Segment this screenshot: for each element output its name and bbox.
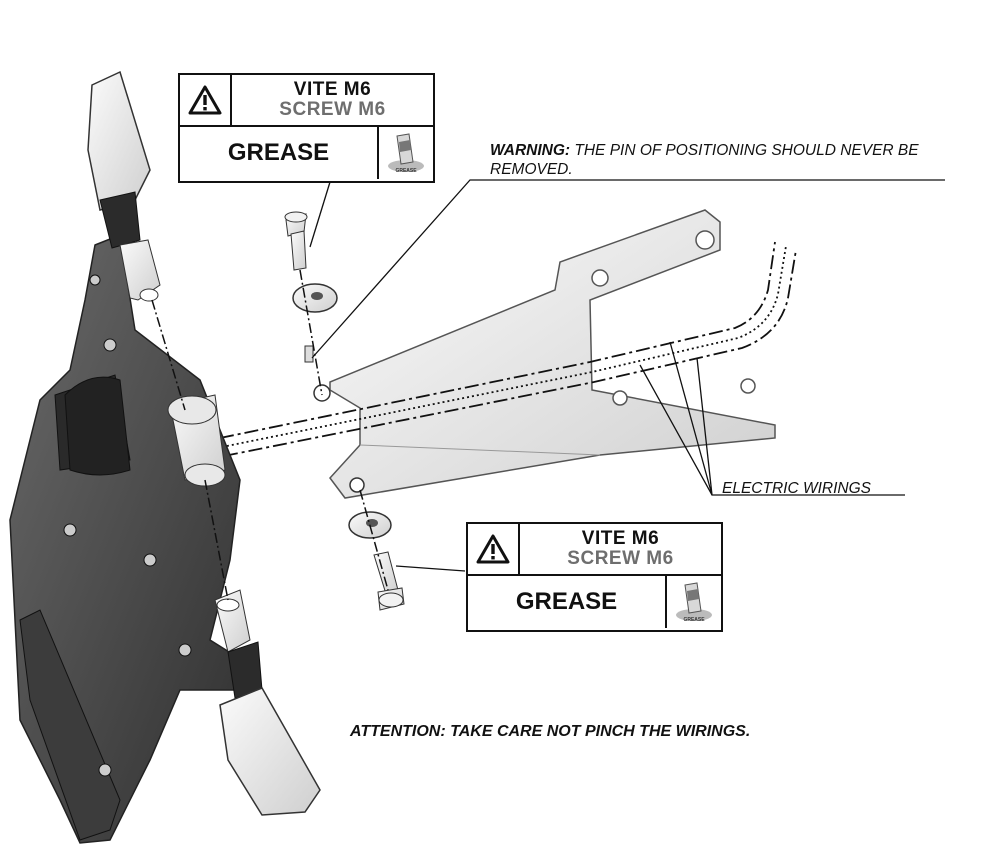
washer-upper [292,283,338,313]
electric-wirings-label: ELECTRIC WIRINGS [722,480,871,497]
assembly-axes [151,269,389,601]
grease-label: GREASE [468,576,667,628]
screw-lower [373,551,405,611]
grease-icon-label: GREASE [683,617,705,623]
frame-lower-arm [19,609,121,841]
support-frame [9,233,251,844]
screw-name-en: SCREW M6 [279,99,386,120]
bracket-hole-rear [313,384,331,402]
bracket-hole-front [349,477,365,493]
warning-note: WARNING: THE PIN OF POSITIONING SHOULD N… [490,141,950,180]
screw-name-it: VITE M6 [581,528,660,550]
grease-tube-icon: GREASE [667,576,721,628]
spec-box-upper: VITE M6 SCREW M6 GREASE GREASE [178,73,435,183]
screw-spec-label: VITE M6 SCREW M6 [232,75,433,127]
grease-tube-icon: GREASE [379,127,433,179]
reflector-housing [64,376,131,476]
warning-label: WARNING: [490,142,571,159]
screw-name-it: VITE M6 [293,79,372,101]
grease-label: GREASE [180,127,379,179]
leader-lines [309,179,945,572]
screw-upper [284,211,308,271]
warning-triangle-icon [468,524,520,576]
warning-text: THE PIN OF POSITIONING SHOULD NEVER BE R… [490,142,919,179]
grease-icon-label: GREASE [395,168,417,174]
screw-name-en: SCREW M6 [567,548,674,569]
spec-box-lower: VITE M6 SCREW M6 GREASE GREASE [466,522,723,632]
plate-bracket [313,209,776,499]
positioning-pin [304,345,314,363]
warning-triangle-icon [180,75,232,127]
screw-spec-label: VITE M6 SCREW M6 [520,524,721,576]
turn-indicator-lower [214,589,321,816]
turn-indicator-upper [87,70,161,302]
attention-note: ATTENTION: TAKE CARE NOT PINCH THE WIRIN… [350,723,751,740]
mount-cylinder [167,394,226,487]
